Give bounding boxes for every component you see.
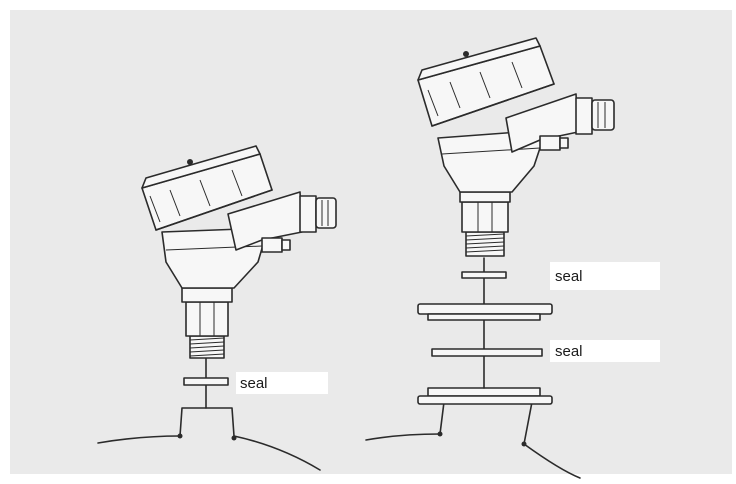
left-housing-lid (141, 145, 273, 231)
left-seal (183, 377, 229, 386)
right-seal-top (461, 271, 507, 279)
right-neck (459, 191, 511, 203)
right-thread (465, 231, 505, 257)
left-cable-gland (227, 191, 337, 253)
left-seal-label: seal (240, 375, 268, 392)
right-seal-bottom (431, 348, 543, 357)
right-lower-flange (417, 387, 553, 405)
right-seal-bottom-label-bg (550, 340, 660, 362)
diagram-background (10, 10, 732, 474)
right-cable-gland (505, 93, 615, 153)
right-seal-bottom-label: seal (555, 343, 583, 360)
right-upper-flange (417, 303, 553, 321)
left-sensor-assembly: seal (97, 145, 337, 471)
left-neck (181, 287, 233, 303)
left-seal-label-bg (236, 372, 328, 394)
right-seal-top-label-bg (550, 262, 660, 290)
left-hex-nut (185, 301, 229, 337)
left-vessel-top (97, 407, 321, 471)
right-housing-lid (417, 37, 555, 127)
right-vessel-top (365, 401, 581, 479)
right-sensor-assembly: seal seal (365, 37, 660, 479)
right-seal-top-label: seal (555, 268, 583, 285)
right-hex-nut (461, 201, 509, 233)
left-thread (189, 335, 225, 359)
